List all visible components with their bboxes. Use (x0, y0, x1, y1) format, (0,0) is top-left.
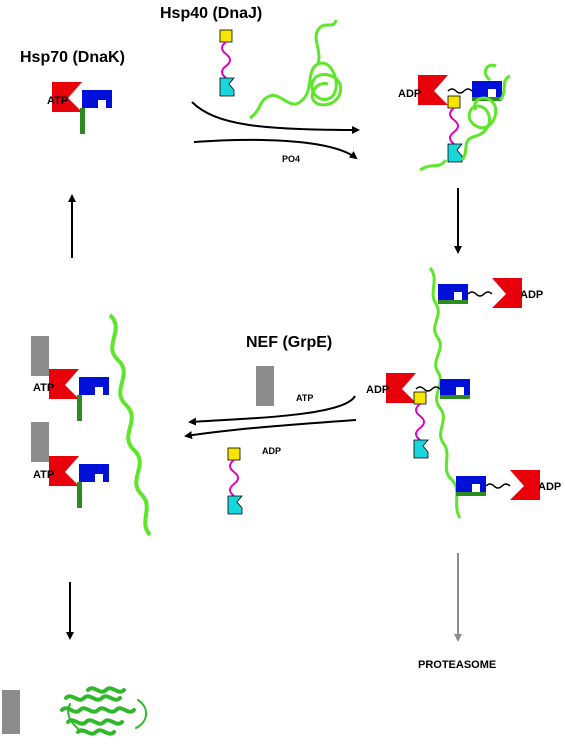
atp-label-nef: ATP (296, 393, 313, 403)
hsp40-icon (219, 29, 235, 97)
atp-label: ATP (47, 95, 68, 107)
released-substrate (108, 313, 152, 537)
adp-label-r1: ADP (520, 289, 543, 301)
po4-label: PO4 (282, 154, 300, 164)
binding-arrows (191, 101, 360, 160)
adp-label-complex: ADP (398, 88, 421, 100)
hsp70-title: Hsp70 (DnaK) (20, 49, 125, 66)
hsp70-atp-state: ATP (47, 82, 112, 134)
atp-label-left1: ATP (33, 382, 54, 394)
hsp40-released-icon (227, 447, 243, 515)
hsp40-title: Hsp40 (DnaJ) (160, 5, 262, 22)
nef-title: NEF (GrpE) (246, 334, 332, 351)
nef-icon-bottom (2, 690, 20, 734)
adp-label-nef: ADP (262, 446, 281, 456)
multi-hsp70-substrate-complex: ADP ADP ADP (366, 267, 561, 519)
nef-icon (256, 366, 274, 406)
unfolded-substrate (249, 19, 343, 120)
adp-label-r2: ADP (366, 384, 389, 396)
hsp70-hsp40-substrate-complex: ADP (398, 63, 511, 172)
hsp70-nef-complex-bottom: ATP (31, 422, 109, 508)
atp-label-left2: ATP (33, 469, 54, 481)
nucleotide-exchange-arrows (184, 395, 357, 440)
folded-protein (60, 686, 147, 736)
proteasome-label: PROTEASOME (418, 659, 496, 671)
adp-label-r3: ADP (538, 481, 561, 493)
hsp70-nef-complex-top: ATP (31, 336, 109, 421)
